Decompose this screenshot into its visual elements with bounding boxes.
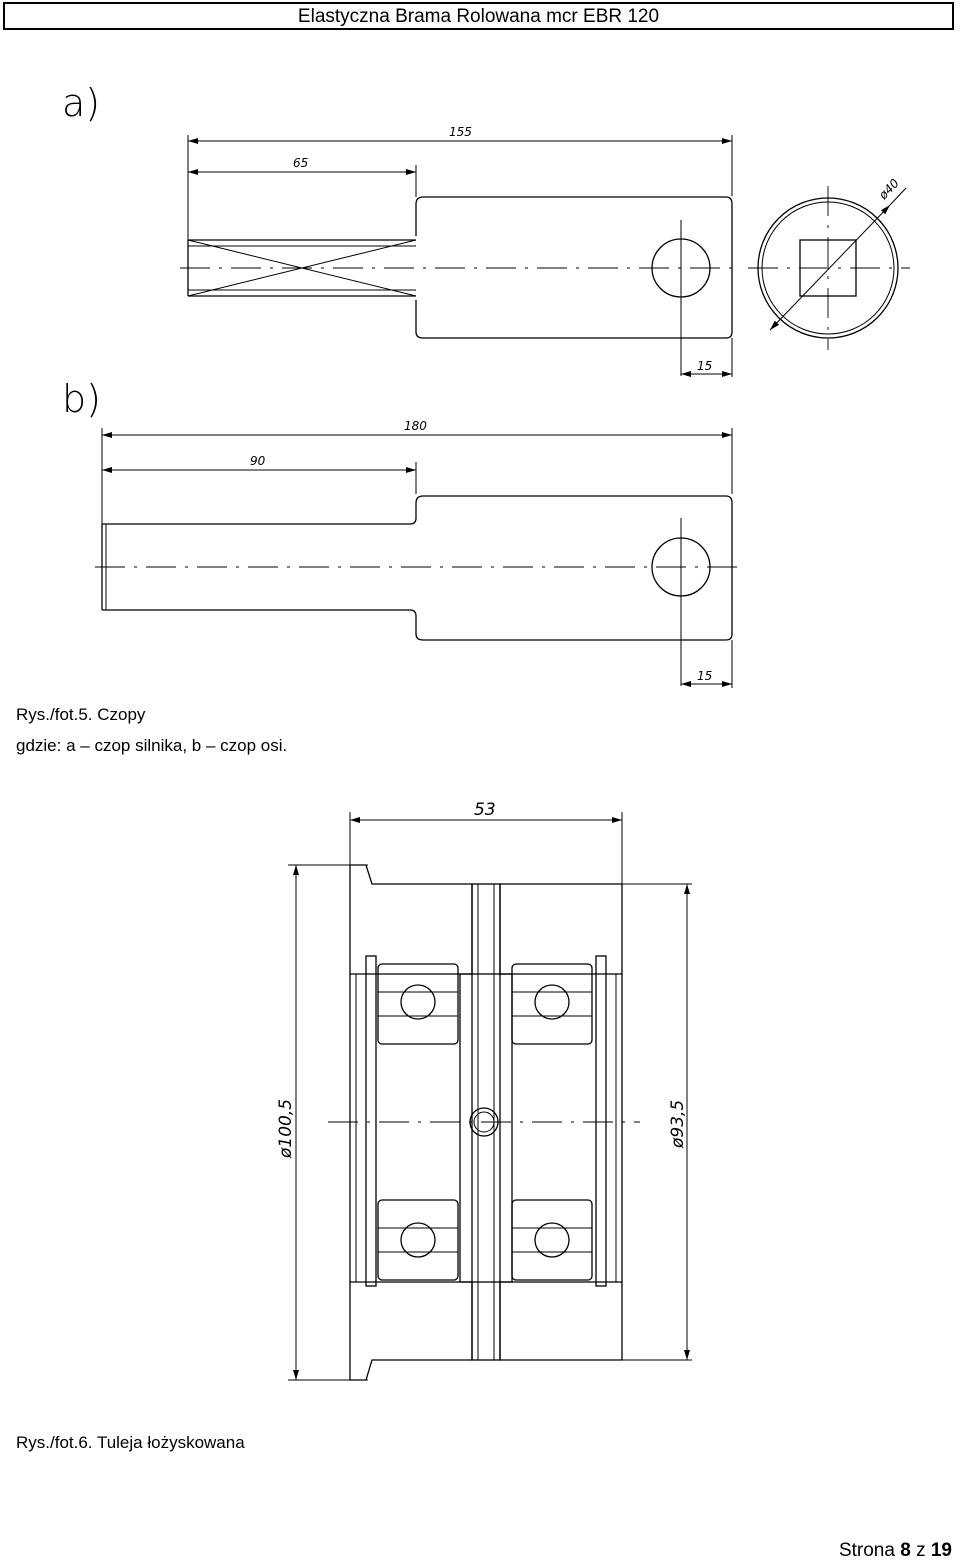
dim-outer-diameter: ø100,5 (276, 1099, 296, 1159)
drawing-a: a) 155 65 15 ø40 (62, 81, 910, 377)
document-title: Elastyczna Brama Rolowana mcr EBR 120 (297, 6, 660, 27)
page-footer: Strona 8 z 19 (839, 1540, 952, 1562)
figure5-caption: Rys./fot.5. Czopy (16, 705, 146, 724)
drawing-bearing-sleeve: 53 ø100,5 ø93,5 (276, 800, 692, 1381)
dim-inner-diameter: ø93,5 (668, 1100, 688, 1149)
dim-a-155: 155 (449, 125, 472, 139)
drawing-b: b) 180 90 15 (62, 377, 742, 688)
dim-width-53: 53 (474, 800, 496, 820)
dim-a-15: 15 (697, 359, 712, 373)
figure5-legend: gdzie: a – czop silnika, b – czop osi. (16, 736, 288, 755)
page-header: Elastyczna Brama Rolowana mcr EBR 120 (3, 2, 954, 30)
label-b: b) (62, 377, 101, 421)
dim-b-90: 90 (250, 454, 266, 468)
footer-page-total: 19 (930, 1540, 952, 1561)
dim-b-180: 180 (404, 419, 427, 433)
dim-b-15: 15 (697, 669, 712, 683)
dim-a-65: 65 (293, 156, 308, 170)
footer-separator: z (916, 1540, 926, 1561)
figure6-caption: Rys./fot.6. Tuleja łożyskowana (16, 1433, 245, 1452)
footer-prefix: Strona (838, 1540, 895, 1561)
label-a: a) (62, 81, 100, 125)
dim-a-diameter: ø40 (875, 176, 902, 203)
footer-page-number: 8 (900, 1540, 911, 1561)
